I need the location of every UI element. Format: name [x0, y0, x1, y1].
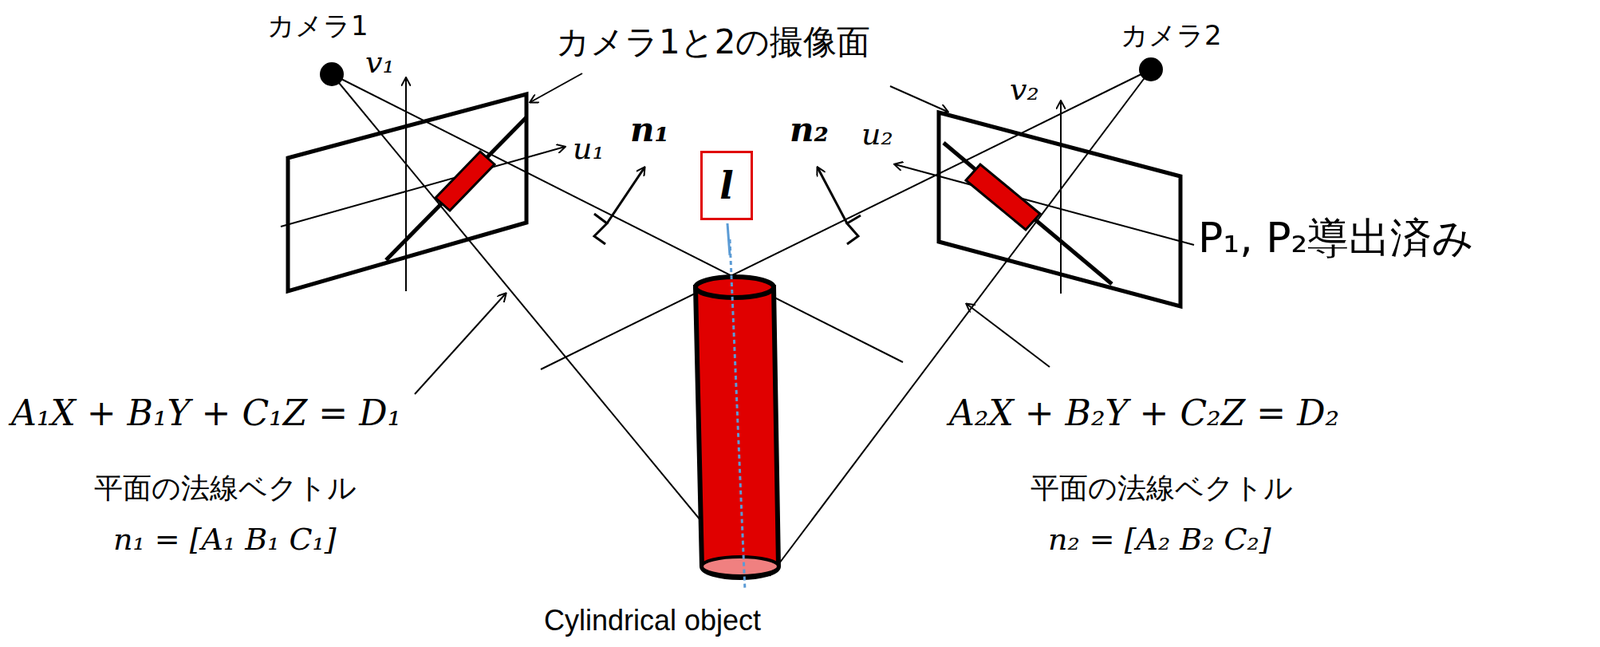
axis-label: v₁: [365, 46, 395, 80]
axis-label: v₂: [1009, 73, 1040, 107]
projected-line: [943, 142, 1112, 284]
leader-arrow: [414, 293, 506, 395]
note-label: P₁, P₂導出済み: [1198, 215, 1474, 261]
camera-center: [319, 62, 344, 87]
caption-label: 平面の法線ベクトル: [1030, 472, 1293, 505]
image-plane: [287, 94, 527, 292]
leader-arrow: [530, 73, 583, 103]
equation-label: n₁ = [A₁ B₁ C₁]: [113, 523, 337, 557]
axis-label: u₂: [861, 118, 894, 152]
axis-line: [727, 223, 730, 256]
u-axis: [280, 146, 565, 227]
cylinder: [695, 287, 779, 578]
caption-label: 平面の法線ベクトル: [94, 472, 357, 505]
cylinder-top: [695, 276, 774, 298]
right-angle-mark: [847, 215, 861, 245]
plane-label: カメラ1と2の撮像面: [555, 23, 871, 61]
v-axis: [405, 78, 407, 292]
right-angle-mark: [594, 213, 607, 245]
v-axis: [1060, 101, 1062, 294]
u-axis: [894, 164, 1195, 245]
equation-label: n₂ = [A₂ B₂ C₂]: [1048, 523, 1272, 557]
axis-label: u₁: [572, 132, 605, 166]
projected-object: [435, 151, 495, 211]
projected-line: [386, 117, 527, 261]
camera-label: カメラ1: [267, 11, 369, 41]
camera-label: カメラ2: [1120, 20, 1222, 51]
normal-vector: [817, 167, 848, 224]
vector-label: n₁: [630, 111, 670, 149]
line-symbol-box: l: [700, 150, 753, 221]
leader-arrow: [890, 86, 948, 112]
normal-vector: [606, 167, 645, 224]
leader-arrow: [966, 303, 1050, 367]
equation-label: A₁X + B₁Y + C₁Z = D₁: [11, 394, 402, 433]
object-label: Cylindrical object: [543, 604, 761, 637]
cylinder-bottom: [701, 556, 779, 576]
projected-object: [965, 164, 1041, 230]
camera-center: [1138, 57, 1163, 82]
node-text: l: [719, 164, 734, 208]
equation-label: A₂X + B₂Y + C₂Z = D₂: [949, 394, 1340, 433]
axis-line: [729, 239, 745, 591]
vector-label: n₂: [789, 111, 829, 149]
